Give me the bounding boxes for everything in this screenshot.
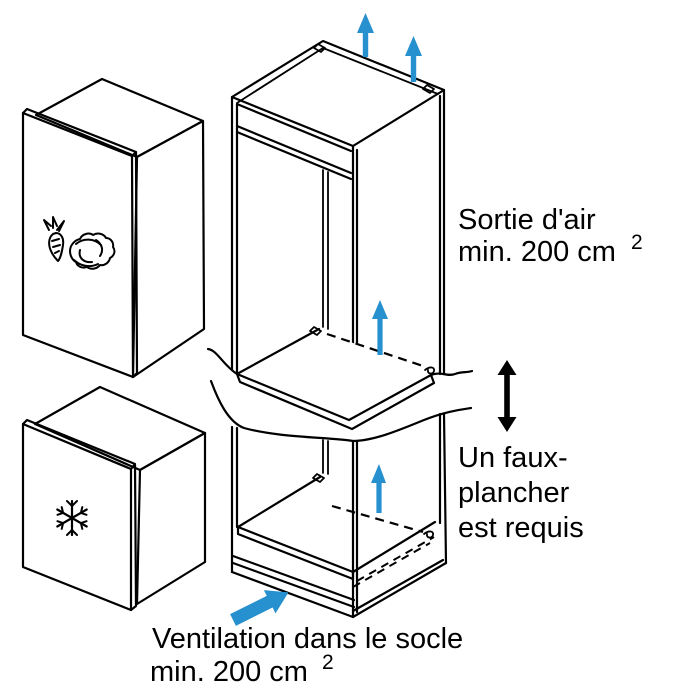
- false-floor-notch: [309, 326, 322, 336]
- hidden-air-gap-lower: [331, 504, 424, 534]
- label-false-floor: Un faux- plancher est requis: [458, 442, 584, 544]
- niche-cabinet-lower: [230, 412, 448, 619]
- air-outlet-label-sup: 2: [631, 231, 643, 254]
- niche-interior-back-edge-upper: [322, 169, 329, 330]
- air-outlet-arrow-2: [405, 36, 422, 82]
- niche-right-edge-upper: [438, 88, 446, 376]
- niche-base-rail: [231, 554, 356, 609]
- niche-floor-front-edges: [236, 520, 437, 574]
- base-vent-label-line2: min. 200 cm: [150, 656, 308, 688]
- air-gap-curl-lower: [423, 530, 435, 539]
- up-down-arrow-icon: [497, 360, 517, 432]
- false-floor-back-edge: [235, 327, 321, 376]
- air-outlet-arrow-1: [357, 13, 374, 57]
- niche-left-edge-lower: [230, 425, 239, 574]
- hidden-air-gap-upper: [326, 332, 424, 368]
- niche-cabinet-upper: [230, 39, 446, 423]
- air-outlet-label-line2: min. 200 cm: [458, 236, 616, 268]
- niche-floor-thickness: [236, 525, 355, 581]
- niche-opening-top-edge: [235, 102, 353, 153]
- fridge-door-edge: [21, 107, 139, 379]
- fridge-door: [21, 111, 135, 379]
- break-line-upper-left: [206, 347, 239, 376]
- false-floor-label-line2: plancher: [458, 477, 570, 509]
- carrot-icon: [43, 216, 65, 262]
- niche-right-edge-lower: [438, 412, 448, 565]
- break-line-upper-right: [429, 369, 474, 377]
- niche-bottom-edges: [230, 558, 448, 619]
- base-vent-label-line1: Ventilation dans le socle: [152, 623, 463, 655]
- false-floor-label-line3: est requis: [458, 512, 584, 544]
- niche-top-notch-left: [313, 43, 326, 53]
- freezer-side-face: [135, 431, 207, 606]
- false-floor-thickness: [237, 374, 434, 429]
- freezer-door-edge: [21, 418, 138, 612]
- niche-top-rail: [235, 124, 353, 181]
- snowflake-icon: [56, 499, 88, 537]
- niche-interior-back-edge-lower: [322, 439, 329, 475]
- false-floor-bottom-edges: [235, 372, 436, 431]
- base-intake-arrow: [230, 590, 289, 626]
- niche-top-inner-edge: [236, 47, 439, 104]
- false-floor-label-line1: Un faux-: [458, 442, 568, 474]
- fridge-side-face: [131, 119, 206, 379]
- airflow-arrows: [230, 13, 422, 626]
- niche-front-corner-edge-lower: [351, 439, 359, 619]
- label-base-ventilation: Ventilation dans le socle min. 200 cm 2: [150, 623, 463, 688]
- base-vent-label-sup: 2: [322, 651, 334, 674]
- upper-compartment-airflow-arrow: [372, 300, 388, 355]
- false-floor-front-edges: [235, 372, 433, 422]
- niche-floor-notch: [312, 473, 325, 483]
- air-outlet-label-line1: Sortie d'air: [458, 204, 596, 236]
- air-gap-curl-upper: [424, 366, 436, 375]
- cabbage-icon: [69, 232, 116, 270]
- fridge-unit: [21, 77, 206, 379]
- label-air-outlet: Sortie d'air min. 200 cm 2: [458, 204, 643, 268]
- false-floor-top-surface: [237, 329, 431, 420]
- niche-left-edge-upper: [230, 95, 239, 375]
- false-floor-panel: [206, 326, 474, 443]
- niche-top-notch-right: [422, 84, 435, 94]
- base-air-duct-hidden: [352, 536, 435, 588]
- freezer-unit: [21, 385, 207, 612]
- niche-floor-back-edge: [236, 475, 322, 529]
- lower-compartment-airflow-arrow: [371, 464, 386, 513]
